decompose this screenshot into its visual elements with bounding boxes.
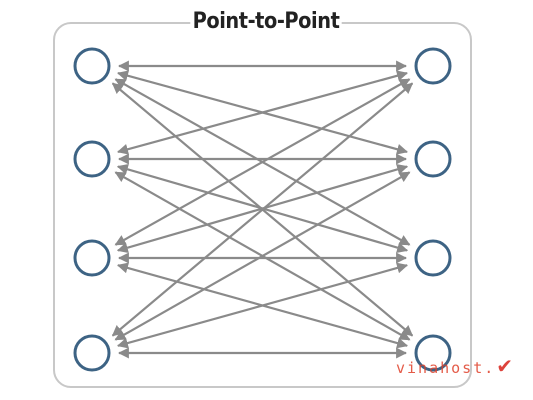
watermark-text: vinahost. (396, 359, 496, 377)
node-r2 (414, 140, 452, 178)
links-layer (111, 60, 414, 359)
nodes-layer (73, 47, 452, 372)
node-r1 (414, 47, 452, 85)
diagram-title: Point-to-Point (190, 6, 342, 38)
node-l2 (73, 140, 111, 178)
node-l1 (73, 47, 111, 85)
link-l4-r3 (116, 262, 409, 349)
node-r4 (414, 334, 452, 372)
node-l3 (73, 239, 111, 277)
vinahost-watermark: vinahost.✔ (396, 354, 513, 378)
check-mark-icon: ✔ (496, 354, 514, 378)
node-r3 (414, 239, 452, 277)
node-l4 (73, 334, 111, 372)
